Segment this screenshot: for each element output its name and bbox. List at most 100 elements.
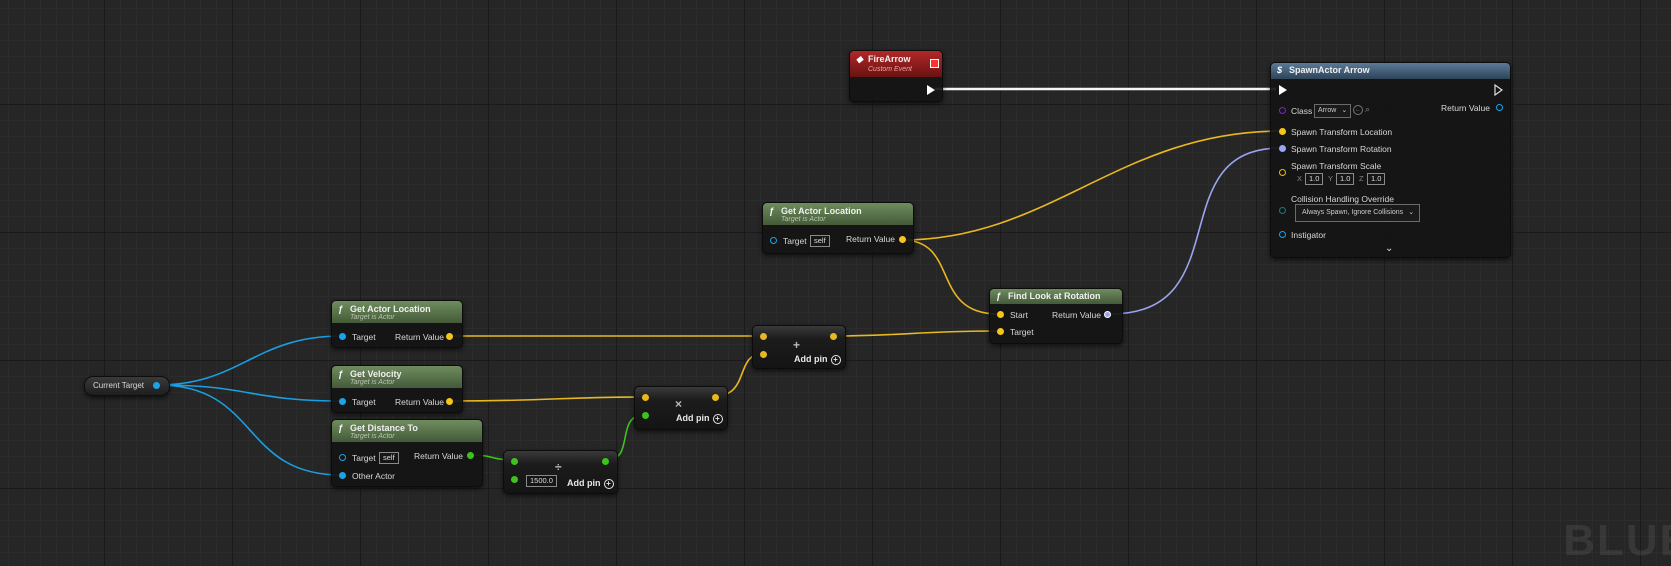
return-value-pin[interactable] — [1104, 311, 1111, 318]
expand-chevron-icon[interactable]: ⌄ — [1385, 243, 1394, 254]
function-icon: ƒ — [996, 291, 1002, 301]
function-icon: ƒ — [338, 369, 344, 379]
multiply-symbol: × — [675, 397, 683, 411]
node-title: Find Look at Rotation — [1008, 291, 1101, 301]
browse-icon[interactable]: ← — [1353, 105, 1363, 115]
spawn-actor-node[interactable]: $ SpawnActor Arrow Class Arrow ⌄ ← ⌕ Ret… — [1270, 62, 1511, 258]
rotator-wire — [1109, 147, 1282, 315]
output-pin[interactable] — [712, 394, 719, 401]
return-value-label: Return Value — [1052, 310, 1101, 320]
function-icon: ƒ — [338, 304, 344, 314]
delegate-pin[interactable] — [930, 59, 939, 68]
object-wire-3 — [157, 384, 342, 476]
collision-value: Always Spawn, Ignore Collisions — [1302, 209, 1404, 216]
find-look-at-rotation-node[interactable]: ƒ Find Look at Rotation Start Return Val… — [989, 288, 1123, 344]
spawn-rotation-label: Spawn Transform Rotation — [1291, 144, 1392, 154]
target-label: Target — [352, 397, 376, 407]
scale-y-input[interactable]: 1.0 — [1336, 173, 1355, 185]
target-label: Target — [783, 236, 807, 246]
get-velocity-node[interactable]: ƒ Get Velocity Target is Actor Target Re… — [331, 365, 463, 413]
node-header: ƒ Find Look at Rotation — [990, 289, 1122, 304]
add-pin-button[interactable]: Add pin+ — [794, 354, 841, 365]
scale-x-input[interactable]: 1.0 — [1305, 173, 1324, 185]
spawn-location-label: Spawn Transform Location — [1291, 127, 1393, 137]
target-pin[interactable] — [339, 454, 346, 461]
node-header: ƒ Get Velocity Target is Actor — [332, 366, 462, 388]
multiply-node[interactable]: × Add pin+ — [634, 386, 728, 430]
plus-icon: + — [712, 413, 723, 424]
add-pin-label: Add pin — [567, 478, 601, 488]
return-value-pin[interactable] — [899, 236, 906, 243]
divisor-input[interactable]: 1500.0 — [526, 475, 557, 487]
get-actor-location-node[interactable]: ƒ Get Actor Location Target is Actor Tar… — [331, 300, 463, 348]
vector-wire-loc-spawn — [901, 130, 1282, 241]
function-icon: ƒ — [769, 206, 775, 216]
spawn-rotation-pin[interactable] — [1279, 145, 1286, 152]
spawn-icon: $ — [1277, 65, 1283, 75]
node-header: ƒ Get Distance To Target is Actor — [332, 420, 482, 442]
node-header: ƒ Get Actor Location Target is Actor — [763, 203, 913, 225]
input-b-pin[interactable] — [760, 351, 767, 358]
current-target-variable[interactable]: Current Target — [84, 376, 170, 396]
other-actor-label: Other Actor — [352, 471, 395, 481]
instigator-pin[interactable] — [1279, 231, 1286, 238]
self-box[interactable]: self — [379, 452, 399, 464]
scale-z-input[interactable]: 1.0 — [1367, 173, 1386, 185]
target-pin[interactable] — [770, 237, 777, 244]
spawn-scale-pin[interactable] — [1279, 169, 1286, 176]
node-title: Get Velocity — [350, 369, 402, 379]
collision-pin[interactable] — [1279, 207, 1286, 214]
class-dropdown[interactable]: Arrow ⌄ — [1314, 104, 1352, 118]
target-pin[interactable] — [997, 328, 1004, 335]
target-pin[interactable] — [339, 398, 346, 405]
return-value-label: Return Value — [395, 397, 444, 407]
function-icon: ƒ — [338, 423, 344, 433]
output-pin[interactable] — [830, 333, 837, 340]
collision-dropdown[interactable]: Always Spawn, Ignore Collisions ⌄ — [1295, 204, 1421, 222]
add-pin-button[interactable]: Add pin+ — [567, 478, 614, 489]
vector-wire-add-target — [833, 330, 999, 337]
self-box[interactable]: self — [810, 235, 830, 247]
get-actor-location-self-node[interactable]: ƒ Get Actor Location Target is Actor Tar… — [762, 202, 914, 254]
fire-arrow-node[interactable]: ◆ FireArrow Custom Event — [849, 50, 943, 102]
input-a-pin[interactable] — [760, 333, 767, 340]
spawn-actor-title: SpawnActor Arrow — [1289, 65, 1370, 75]
node-title: Get Distance To — [350, 423, 418, 433]
return-value-pin[interactable] — [467, 452, 474, 459]
get-distance-to-node[interactable]: ƒ Get Distance To Target is Actor Target… — [331, 419, 483, 487]
target-pin[interactable] — [339, 333, 346, 340]
return-value-pin[interactable] — [1496, 104, 1503, 111]
add-symbol: + — [793, 338, 801, 352]
output-pin[interactable] — [602, 458, 609, 465]
exec-out-outline-icon — [1494, 84, 1504, 96]
fire-arrow-exec-out[interactable] — [927, 85, 935, 95]
fire-arrow-title: FireArrow — [868, 54, 911, 64]
add-pin-button[interactable]: Add pin+ — [676, 413, 723, 424]
event-icon: ◆ — [856, 54, 863, 64]
class-label: Class — [1291, 106, 1313, 116]
start-pin[interactable] — [997, 311, 1004, 318]
input-a-pin[interactable] — [511, 458, 518, 465]
input-b-pin[interactable] — [511, 476, 518, 483]
collision-label: Collision Handling Override — [1291, 194, 1394, 204]
return-value-pin[interactable] — [446, 333, 453, 340]
return-value-pin[interactable] — [446, 398, 453, 405]
fire-arrow-subtitle: Custom Event — [868, 66, 912, 73]
node-subtitle: Target is Actor — [350, 314, 395, 321]
return-value-label: Return Value — [414, 451, 463, 461]
object-wire-1 — [157, 335, 342, 386]
input-b-pin[interactable] — [642, 412, 649, 419]
variable-output-pin[interactable] — [153, 382, 160, 389]
spawn-location-pin[interactable] — [1279, 128, 1286, 135]
other-actor-pin[interactable] — [339, 472, 346, 479]
spawn-exec-in[interactable] — [1279, 85, 1287, 95]
add-node[interactable]: + Add pin+ — [752, 325, 846, 369]
fire-arrow-header: ◆ FireArrow Custom Event — [850, 51, 942, 77]
plus-icon: + — [830, 354, 841, 365]
search-icon[interactable]: ⌕ — [1365, 104, 1371, 114]
scale-z-label: Z — [1359, 174, 1364, 183]
class-pin[interactable] — [1279, 107, 1286, 114]
blueprint-watermark: BLUE — [1563, 516, 1671, 565]
input-a-pin[interactable] — [642, 394, 649, 401]
divide-node[interactable]: 1500.0 ÷ Add pin+ — [503, 450, 618, 494]
